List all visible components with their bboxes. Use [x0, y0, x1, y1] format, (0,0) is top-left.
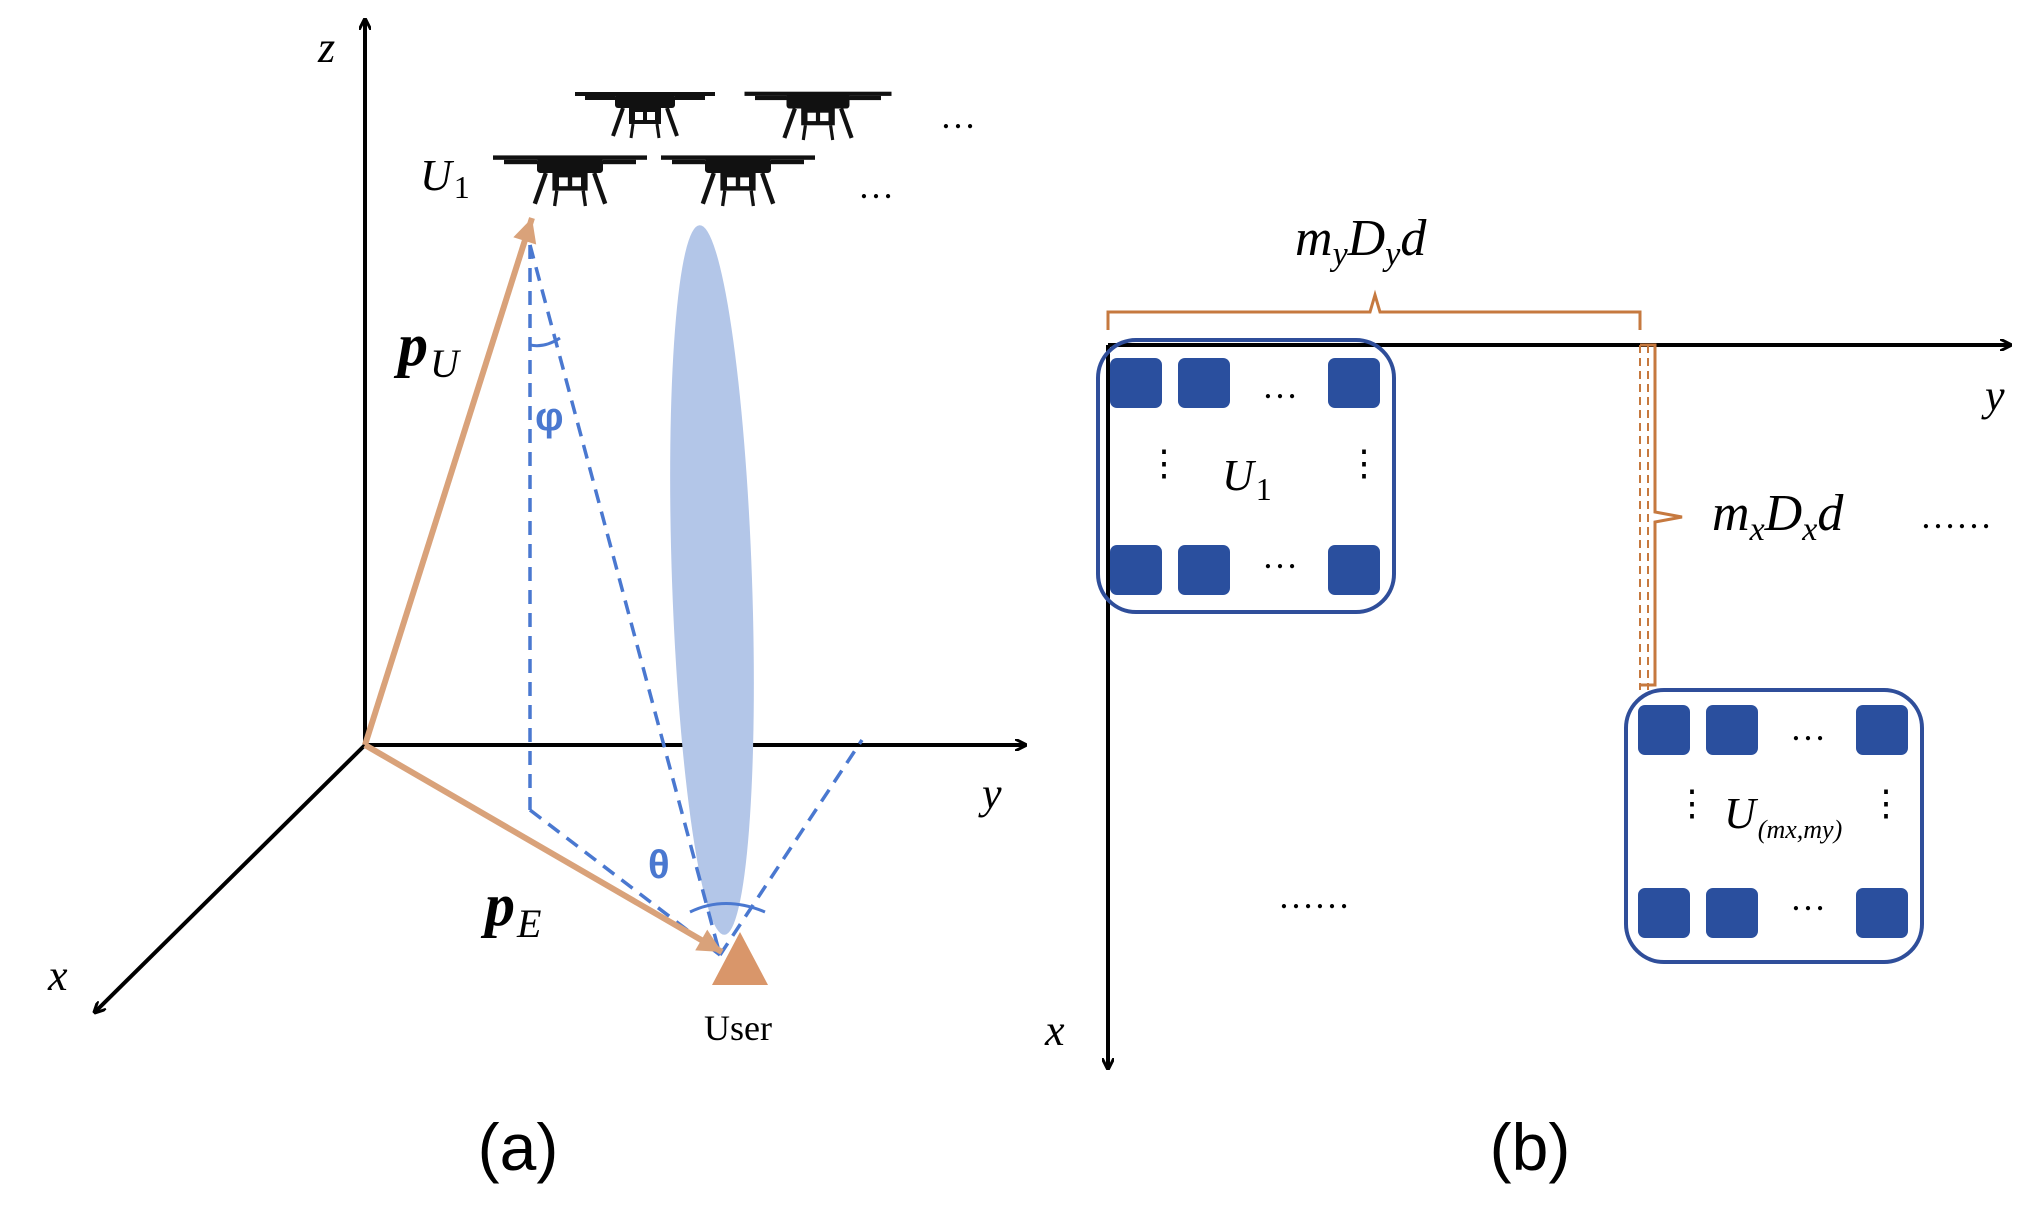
bottom-ellipsis: …… — [1278, 876, 1350, 916]
array-element — [1706, 888, 1758, 938]
z-axis-label: z — [317, 23, 335, 72]
user-triangle — [712, 932, 768, 985]
theta-arc — [689, 902, 766, 914]
b-x-axis-label: x — [1044, 1006, 1065, 1055]
row-ellipsis: … — [1790, 708, 1826, 748]
pu-label: pU — [393, 312, 462, 386]
array-u1-label: U1 — [1222, 451, 1272, 507]
row-ellipsis: … — [1262, 536, 1298, 576]
drone-icon — [493, 155, 647, 206]
pe-label: pE — [480, 872, 541, 946]
col-ellipsis: ⋮ — [1674, 783, 1710, 823]
panel-b: y x myDyd mxDxd …… …… … … ⋮ ⋮ — [1044, 210, 2010, 1184]
array-element — [1328, 545, 1380, 595]
phi-label: φ — [535, 395, 564, 439]
drone-icon — [745, 92, 892, 140]
array-element — [1178, 358, 1230, 408]
dim-top-label: myDyd — [1295, 210, 1427, 273]
array-frame — [1096, 338, 1396, 614]
array-element — [1638, 705, 1690, 755]
x-axis — [95, 743, 367, 1012]
array-element — [1706, 705, 1758, 755]
col-ellipsis: ⋮ — [1146, 443, 1182, 483]
row-ellipsis: … — [1790, 878, 1826, 918]
right-ellipsis: …… — [1920, 496, 1992, 536]
user-label: User — [704, 1008, 772, 1048]
caption-b: (b) — [1490, 1110, 1571, 1184]
theta-label: θ — [648, 843, 670, 887]
vector-pu — [362, 217, 537, 746]
array-element — [1856, 705, 1908, 755]
array-frame — [1624, 688, 1924, 964]
drone-icon — [661, 155, 815, 206]
panel-a: z y x φ θ pU pE User … — [47, 20, 1025, 1184]
top-brace — [1106, 289, 1642, 330]
beam-ellipse — [670, 225, 754, 935]
right-brace — [1640, 343, 1683, 687]
phi-arc — [529, 336, 561, 348]
array-element — [1110, 358, 1162, 408]
b-y-axis-label: y — [1981, 371, 2005, 420]
drone-ellipsis-mid: … — [858, 166, 894, 206]
col-ellipsis: ⋮ — [1868, 783, 1904, 823]
array-element — [1328, 358, 1380, 408]
dim-right-label: mxDxd — [1712, 485, 1844, 548]
row-ellipsis: … — [1262, 366, 1298, 406]
array-element — [1178, 545, 1230, 595]
antenna-array-u1: … … ⋮ ⋮ U1 — [1096, 338, 1396, 614]
drone-icon — [573, 90, 717, 140]
caption-a: (a) — [478, 1110, 559, 1184]
vector-pe — [363, 742, 724, 955]
antenna-array-umxmy: … … ⋮ ⋮ U(mx,my) — [1624, 688, 1924, 964]
array-element — [1638, 888, 1690, 938]
x-axis-label: x — [47, 951, 68, 1000]
uav-label: U1 — [420, 151, 470, 205]
array-element — [1110, 545, 1162, 595]
col-ellipsis: ⋮ — [1346, 443, 1382, 483]
dashed-geometry — [528, 244, 864, 957]
y-axis-label: y — [978, 769, 1002, 818]
drone-ellipsis-top: … — [940, 96, 976, 136]
array-umxmy-label: U(mx,my) — [1724, 789, 1842, 844]
array-element — [1856, 888, 1908, 938]
